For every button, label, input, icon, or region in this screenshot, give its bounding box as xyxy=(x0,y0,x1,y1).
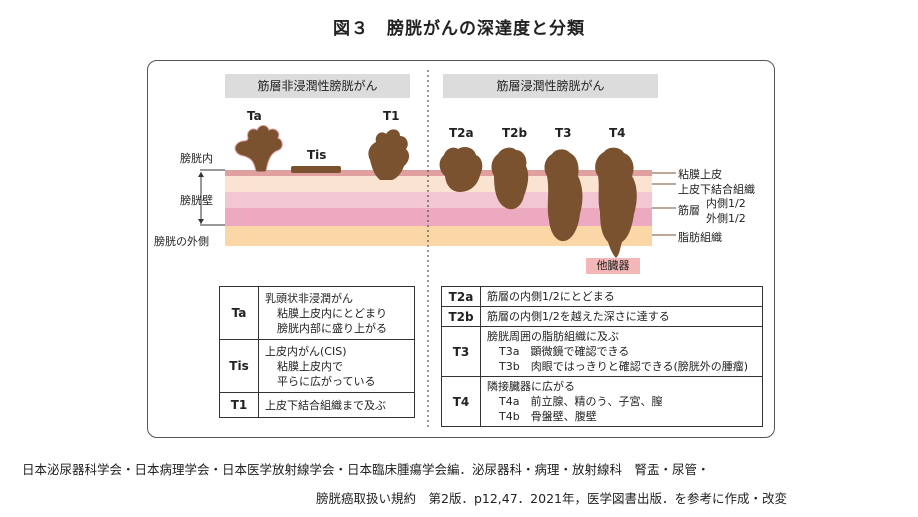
label-muscle-inner: 内側1/2 xyxy=(706,195,746,211)
source-credit-line1: 日本泌尿器科学会・日本病理学会・日本医学放射線学会・日本臨床腫瘍学会編．泌尿器科… xyxy=(22,459,710,478)
invasive-table: T2a 筋層の内側1/2にとどまる T2b 筋層の内側1/2を越えた深さに達する… xyxy=(441,286,763,427)
row-code: Ta xyxy=(220,287,259,340)
stage-label-t3: T3 xyxy=(555,126,572,140)
row-description: 上皮下結合組織まで及ぶ xyxy=(259,393,415,418)
stage-label-t2b: T2b xyxy=(502,126,527,140)
row-description: 筋層の内側1/2を越えた深さに達する xyxy=(481,307,763,327)
stage-label-t2a: T2a xyxy=(449,126,474,140)
row-code: T4 xyxy=(442,377,481,427)
label-bladder-wall: 膀胱壁 xyxy=(180,192,213,208)
layer-mucosa xyxy=(225,170,652,176)
row-code: T1 xyxy=(220,393,259,418)
row-code: T2a xyxy=(442,287,481,307)
stage-label-ta: Ta xyxy=(247,109,262,123)
row-description: 膀胱周囲の脂肪組織に及ぶ T3a 顕微鏡で確認できる T3b 肉眼ではっきりと確… xyxy=(481,327,763,377)
source-credit-line2: 膀胱癌取扱い規約 第2版．p12,47．2021年，医学図書出版．を参考に作成・… xyxy=(316,488,787,507)
non-invasive-table: Ta 乳頭状非浸潤がん 粘膜上皮内にとどまり 膀胱内部に盛り上がる Tis 上皮… xyxy=(219,286,415,418)
layer-muscle-inner xyxy=(225,192,652,208)
table-row: T4 隣接臓器に広がる T4a 前立腺、精のう、子宮、膣 T4b 骨盤壁、腹壁 xyxy=(442,377,763,427)
table-row: T2a 筋層の内側1/2にとどまる xyxy=(442,287,763,307)
tumor-tis xyxy=(291,166,341,173)
row-description: 上皮内がん(CIS) 粘膜上皮内で 平らに広がっている xyxy=(259,340,415,393)
table-row: T1 上皮下結合組織まで及ぶ xyxy=(220,393,415,418)
table-row: Tis 上皮内がん(CIS) 粘膜上皮内で 平らに広がっている xyxy=(220,340,415,393)
layer-subepithelial xyxy=(225,176,652,192)
row-code: Tis xyxy=(220,340,259,393)
label-fat: 脂肪組織 xyxy=(678,229,722,245)
layer-fat xyxy=(225,226,652,246)
label-muscle: 筋層 xyxy=(678,202,700,218)
table-row: T3 膀胱周囲の脂肪組織に及ぶ T3a 顕微鏡で確認できる T3b 肉眼ではっき… xyxy=(442,327,763,377)
row-code: T2b xyxy=(442,307,481,327)
row-description: 筋層の内側1/2にとどまる xyxy=(481,287,763,307)
table-row: Ta 乳頭状非浸潤がん 粘膜上皮内にとどまり 膀胱内部に盛り上がる xyxy=(220,287,415,340)
table-row: T2b 筋層の内側1/2を越えた深さに達する xyxy=(442,307,763,327)
stage-label-t1: T1 xyxy=(383,109,400,123)
label-muscle-outer: 外側1/2 xyxy=(706,210,746,226)
tumor-ta xyxy=(235,126,282,173)
row-description: 乳頭状非浸潤がん 粘膜上皮内にとどまり 膀胱内部に盛り上がる xyxy=(259,287,415,340)
stage-label-t4: T4 xyxy=(609,126,626,140)
label-bladder-outside: 膀胱の外側 xyxy=(154,233,209,249)
stage-label-tis: Tis xyxy=(307,148,326,162)
label-mucosa: 粘膜上皮 xyxy=(678,166,722,182)
row-description: 隣接臓器に広がる T4a 前立腺、精のう、子宮、膣 T4b 骨盤壁、腹壁 xyxy=(481,377,763,427)
layer-muscle-outer xyxy=(225,208,652,226)
label-other-organ: 他臓器 xyxy=(586,258,640,274)
label-bladder-inside: 膀胱内 xyxy=(180,150,213,166)
row-code: T3 xyxy=(442,327,481,377)
